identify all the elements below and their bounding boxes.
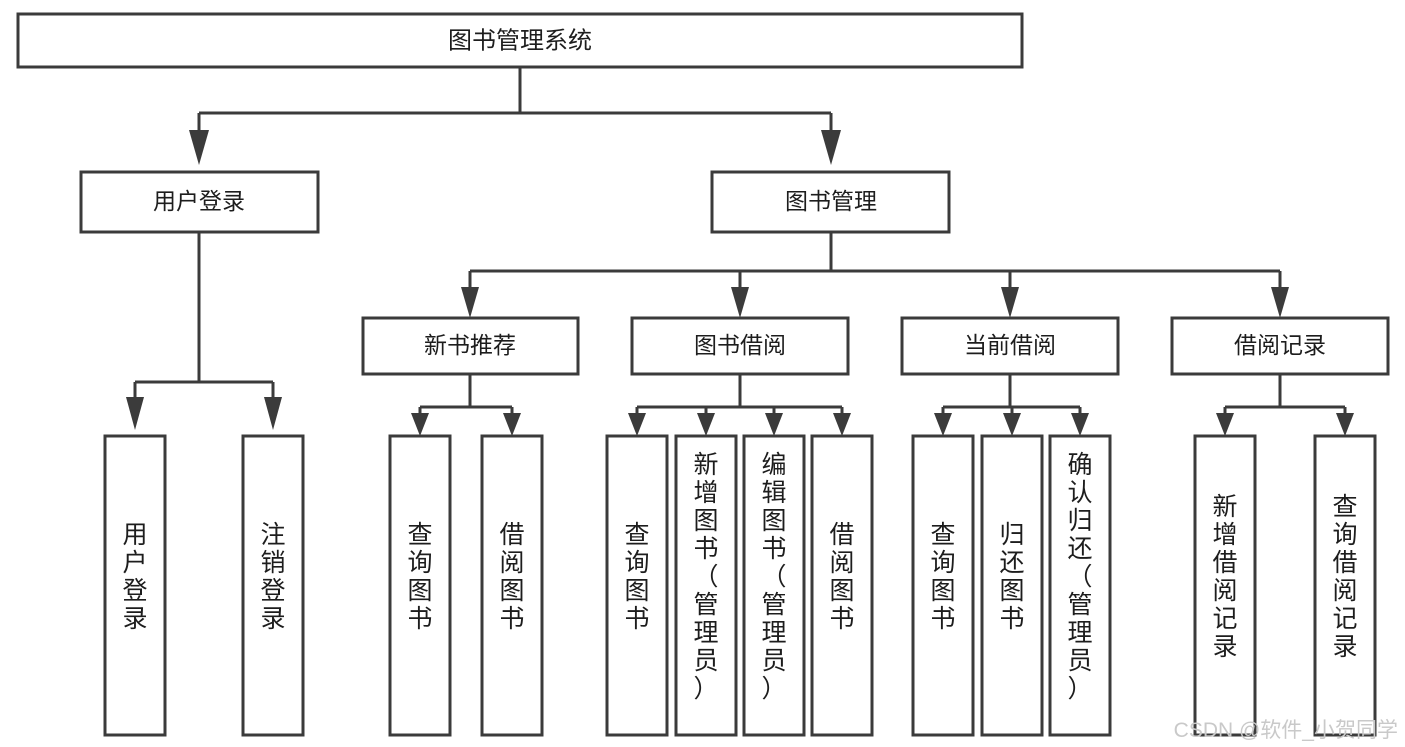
node-book-manage-label: 图书管理 bbox=[785, 188, 877, 214]
node-leaf-edit-book[interactable]: 编辑图书（管理员） bbox=[742, 434, 806, 737]
arrow-head-book-manage bbox=[821, 130, 841, 165]
connector-group-root bbox=[189, 67, 841, 165]
node-leaf-edit-book-label: 编辑图书（管理员） bbox=[761, 451, 786, 703]
node-leaf-user-login-box[interactable] bbox=[103, 434, 167, 737]
node-user-login-box[interactable] bbox=[79, 170, 320, 234]
arrow-head-leaf-query-record bbox=[1336, 413, 1354, 436]
node-leaf-query-record[interactable]: 查询借阅记录 bbox=[1313, 434, 1377, 737]
node-borrow-record[interactable]: 借阅记录 bbox=[1170, 316, 1390, 376]
arrow-head-book-borrow bbox=[731, 287, 749, 318]
node-leaf-edit-book-box[interactable] bbox=[742, 434, 806, 737]
node-leaf-query-book-3-label: 查询图书 bbox=[930, 521, 955, 633]
node-leaf-return-book[interactable]: 归还图书 bbox=[980, 434, 1044, 737]
node-leaf-add-record-label: 新增借阅记录 bbox=[1212, 493, 1237, 661]
arrow-head-leaf-add-book bbox=[697, 413, 715, 436]
node-leaf-query-book-1-label: 查询图书 bbox=[407, 521, 432, 633]
node-leaf-confirm-return[interactable]: 确认归还（管理员） bbox=[1048, 434, 1112, 737]
node-leaf-logout-login-box[interactable] bbox=[241, 434, 305, 737]
node-leaf-query-book-1[interactable]: 查询图书 bbox=[388, 434, 452, 737]
arrow-head-borrow-record bbox=[1271, 287, 1289, 318]
connector-group-book-borrow bbox=[628, 374, 851, 436]
node-leaf-borrow-book-2[interactable]: 借阅图书 bbox=[810, 434, 874, 737]
connector-group-borrow-record bbox=[1216, 374, 1354, 436]
connector-group-user-login bbox=[126, 232, 282, 430]
node-leaf-query-book-2-box[interactable] bbox=[605, 434, 669, 737]
node-borrow-record-label: 借阅记录 bbox=[1234, 332, 1326, 358]
node-book-borrow-label: 图书借阅 bbox=[694, 332, 786, 358]
node-leaf-add-book-box[interactable] bbox=[674, 434, 738, 737]
connector-group-new-book-recommend bbox=[411, 374, 521, 436]
node-leaf-add-book[interactable]: 新增图书（管理员） bbox=[674, 434, 738, 737]
node-leaf-query-book-1-box[interactable] bbox=[388, 434, 452, 737]
node-leaf-borrow-book-1-box[interactable] bbox=[480, 434, 544, 737]
node-leaf-add-record-box[interactable] bbox=[1193, 434, 1257, 737]
node-leaf-query-record-box[interactable] bbox=[1313, 434, 1377, 737]
node-current-borrow[interactable]: 当前借阅 bbox=[900, 316, 1120, 376]
node-leaf-logout-login[interactable]: 注销登录 bbox=[241, 434, 305, 737]
arrow-head-leaf-query-book-2 bbox=[628, 413, 646, 436]
node-leaf-query-record-label: 查询借阅记录 bbox=[1332, 493, 1357, 661]
node-leaf-user-login[interactable]: 用户登录 bbox=[103, 434, 167, 737]
node-leaf-add-book-label: 新增图书（管理员） bbox=[693, 451, 718, 703]
arrow-head-leaf-confirm-return bbox=[1071, 413, 1089, 436]
node-root-label: 图书管理系统 bbox=[448, 27, 592, 54]
csdn-watermark: CSDN @软件_小贺同学 bbox=[1174, 719, 1398, 742]
node-leaf-query-book-2[interactable]: 查询图书 bbox=[605, 434, 669, 737]
node-leaf-query-book-3-box[interactable] bbox=[911, 434, 975, 737]
node-new-book-recommend-box[interactable] bbox=[361, 316, 580, 376]
node-leaf-confirm-return-label: 确认归还（管理员） bbox=[1067, 451, 1092, 703]
node-leaf-add-record[interactable]: 新增借阅记录 bbox=[1193, 434, 1257, 737]
arrow-head-leaf-return-book bbox=[1003, 413, 1021, 436]
arrow-head-leaf-query-book-1 bbox=[411, 413, 429, 436]
node-leaf-borrow-book-2-label: 借阅图书 bbox=[829, 521, 854, 633]
node-current-borrow-box[interactable] bbox=[900, 316, 1120, 376]
node-root-box[interactable] bbox=[16, 12, 1024, 69]
node-user-login-label: 用户登录 bbox=[153, 188, 245, 214]
node-leaf-borrow-book-1-label: 借阅图书 bbox=[499, 521, 524, 633]
node-book-borrow-box[interactable] bbox=[630, 316, 850, 376]
node-book-manage[interactable]: 图书管理 bbox=[710, 170, 951, 234]
node-new-book-recommend[interactable]: 新书推荐 bbox=[361, 316, 580, 376]
node-leaf-borrow-book-2-box[interactable] bbox=[810, 434, 874, 737]
arrow-head-leaf-borrow-book-2 bbox=[833, 413, 851, 436]
connector-group-current-borrow bbox=[934, 374, 1089, 436]
arrow-head-leaf-add-record bbox=[1216, 413, 1234, 436]
node-leaf-query-book-3[interactable]: 查询图书 bbox=[911, 434, 975, 737]
arrow-head-leaf-user-login bbox=[126, 397, 144, 430]
node-leaf-confirm-return-box[interactable] bbox=[1048, 434, 1112, 737]
node-root[interactable]: 图书管理系统 bbox=[16, 12, 1024, 69]
node-leaf-query-book-2-label: 查询图书 bbox=[624, 521, 649, 633]
connector-group-book-manage bbox=[461, 232, 1289, 318]
node-leaf-return-book-box[interactable] bbox=[980, 434, 1044, 737]
node-book-borrow[interactable]: 图书借阅 bbox=[630, 316, 850, 376]
arrow-head-leaf-query-book-3 bbox=[934, 413, 952, 436]
node-user-login[interactable]: 用户登录 bbox=[79, 170, 320, 234]
node-leaf-user-login-label: 用户登录 bbox=[122, 521, 147, 633]
arrow-head-leaf-borrow-book-1 bbox=[503, 413, 521, 436]
arrow-head-leaf-edit-book bbox=[765, 413, 783, 436]
node-borrow-record-box[interactable] bbox=[1170, 316, 1390, 376]
node-leaf-return-book-label: 归还图书 bbox=[999, 521, 1024, 633]
node-book-manage-box[interactable] bbox=[710, 170, 951, 234]
node-new-book-recommend-label: 新书推荐 bbox=[424, 332, 516, 358]
arrow-head-leaf-logout-login bbox=[264, 397, 282, 430]
node-leaf-borrow-book-1[interactable]: 借阅图书 bbox=[480, 434, 544, 737]
arrow-head-current-borrow bbox=[1001, 287, 1019, 318]
arrow-head-new-book-recommend bbox=[461, 287, 479, 318]
node-leaf-logout-login-label: 注销登录 bbox=[260, 521, 285, 633]
arrow-head-user-login bbox=[189, 130, 209, 165]
node-current-borrow-label: 当前借阅 bbox=[964, 332, 1056, 358]
